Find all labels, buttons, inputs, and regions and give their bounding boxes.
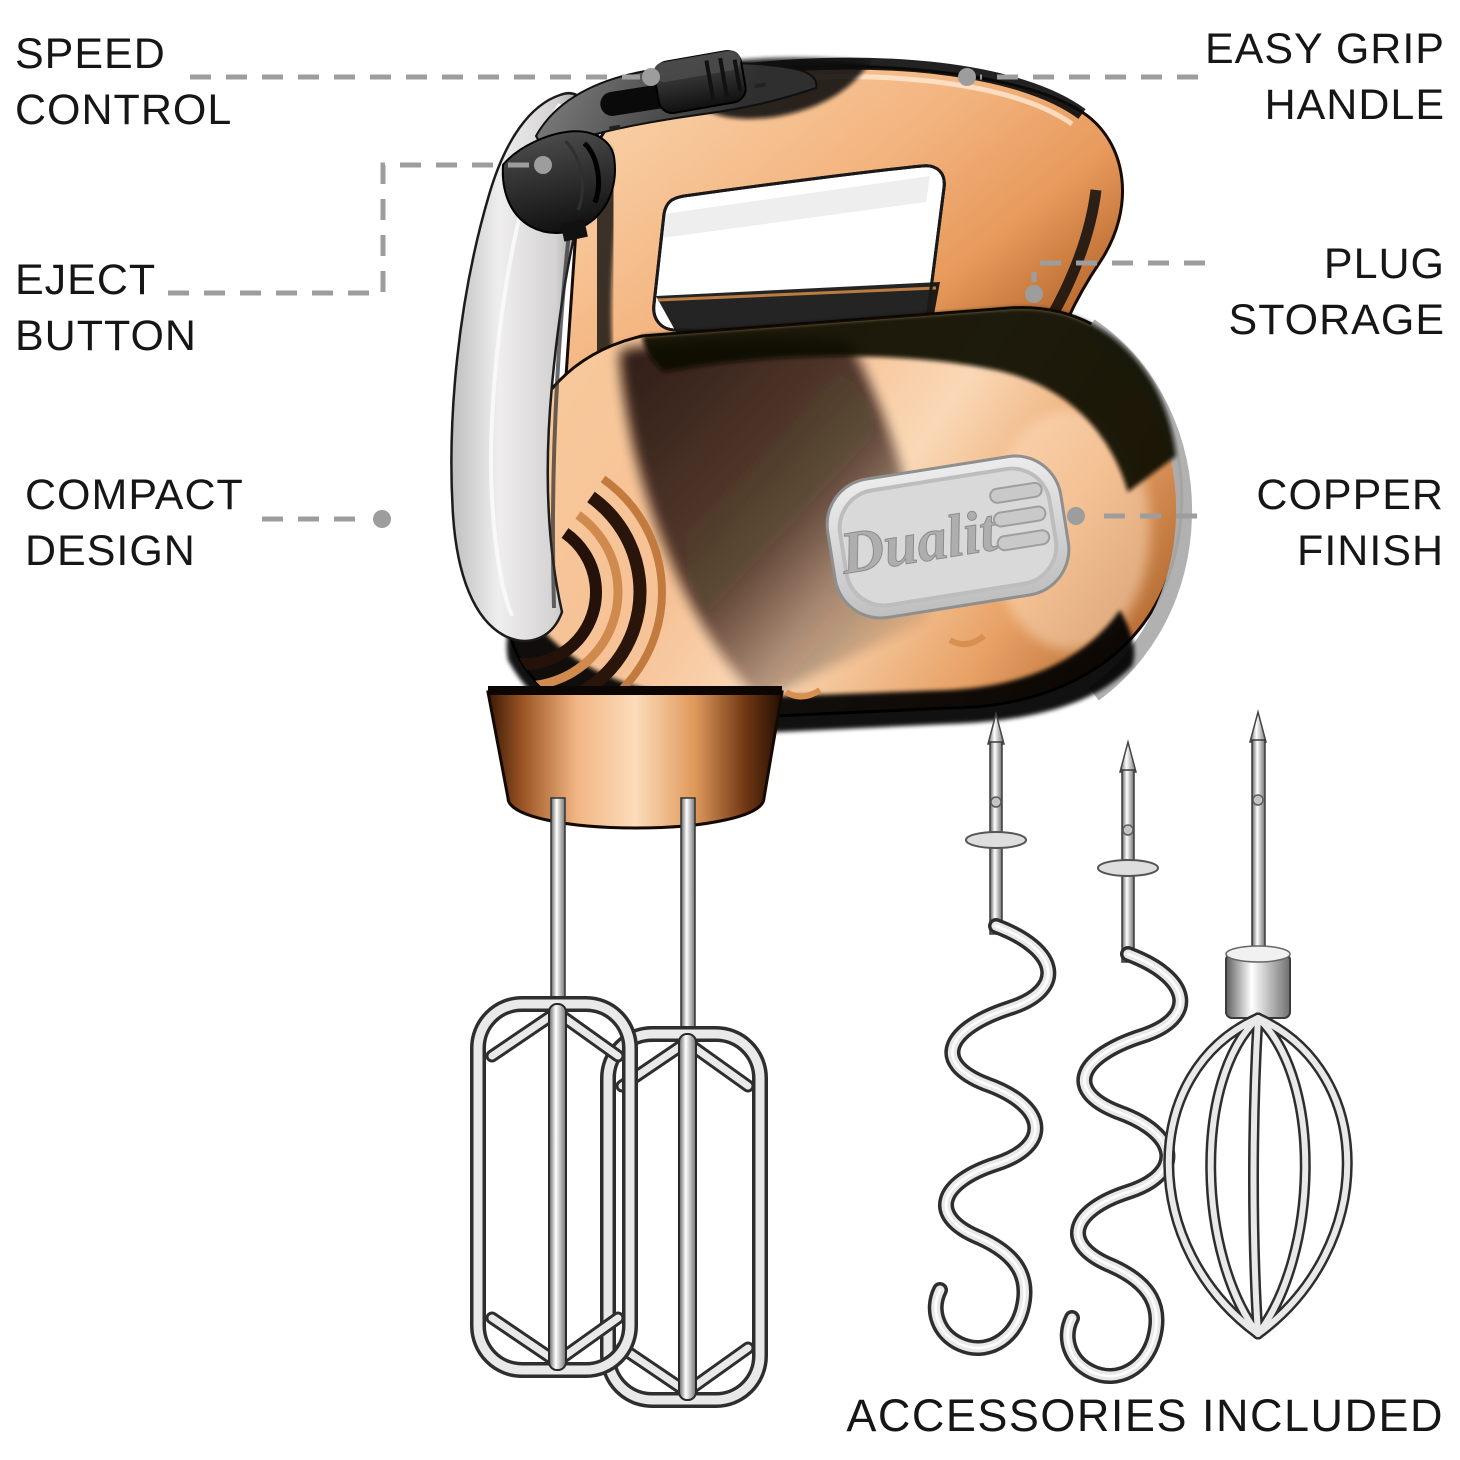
callout-label-speed-control: SPEED CONTROL [15,30,233,134]
beater-front [470,996,638,1378]
whisk-wires [1163,1012,1353,1340]
callout-lines [168,68,1205,528]
speed-control-knob [653,49,747,115]
footer-label-accessories-included: ACCESSORIES INCLUDED [846,1390,1444,1441]
dough-hook-1 [936,714,1049,1348]
mixer-body: Dualit [503,306,1193,738]
brand-logo-bars [989,481,1051,552]
dough-hook-2 [1068,742,1181,1376]
callout-line-plug-storage [1031,260,1205,282]
flat-beaters [470,797,768,1408]
callout-label-compact-design: COMPACT DESIGN [25,471,244,575]
callout-label-plug-storage: PLUG STORAGE [1228,240,1445,344]
beater-collar [486,686,784,830]
callout-dot-speed-control [642,68,660,86]
eject-button [501,130,616,242]
callout-label-eject-button: EJECT BUTTON [15,256,197,360]
callout-dot-eject-button [534,156,552,174]
speed-control [534,49,818,149]
callout-label-easy-grip-handle: EASY GRIP HANDLE [1204,25,1445,129]
accessories [936,709,1353,1376]
callout-line-eject-button [168,162,530,296]
hand-mixer: Dualit [450,49,1193,1408]
callout-dot-compact-design [373,510,391,528]
callout-dot-easy-grip-handle [958,68,976,86]
callout-dot-copper-finish [1067,507,1085,525]
callout-label-copper-finish: COPPER FINISH [1256,471,1444,575]
brand-badge: Dualit [825,454,1071,620]
balloon-whisk [1163,709,1353,1340]
beater-rear [600,1026,768,1408]
callout-dot-plug-storage [1025,285,1043,303]
